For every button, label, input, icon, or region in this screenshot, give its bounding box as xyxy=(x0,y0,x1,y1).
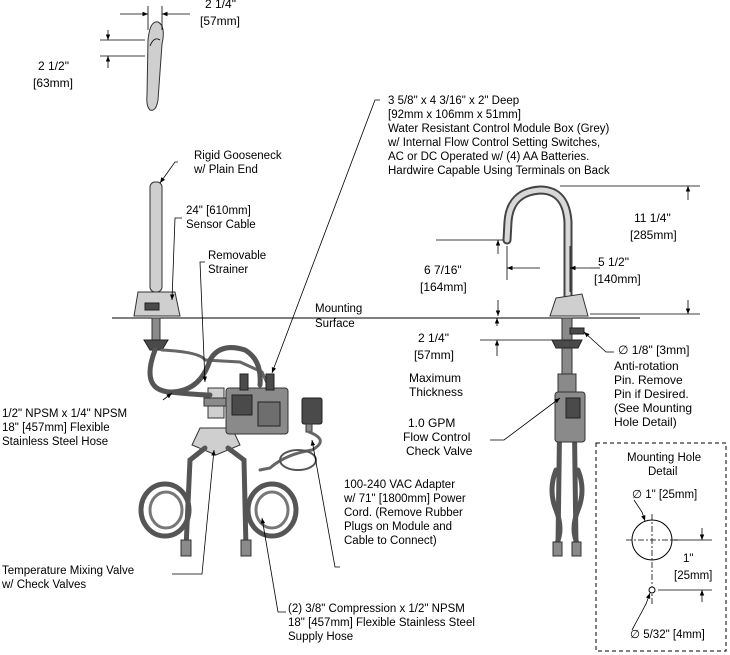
ac-adapter xyxy=(301,397,323,425)
gooseneck-label: Rigid Gooseneck w/ Plain End xyxy=(193,150,285,176)
mixing-valve-label: Temperature Mixing Valve w/ Check Valves xyxy=(1,565,137,591)
hole-diameter-label: ∅ 1" [25mm] xyxy=(632,489,697,501)
check-valve-label: 1.0 GPM Flow Control Check Valve xyxy=(403,416,474,458)
right-faucet-side-view xyxy=(502,185,589,557)
sensor-cable-label: 24" [610mm] Sensor Cable xyxy=(186,205,256,231)
top-width-label: 2 1/4" [57mm] xyxy=(200,0,240,28)
top-depth-label: 2 1/2" [63mm] xyxy=(33,59,73,90)
detail-title: Mounting Hole Detail xyxy=(627,452,704,478)
mounting-surface-label: Mounting Surface xyxy=(315,303,366,330)
left-faucet-assembly xyxy=(133,181,323,557)
hole-spacing-label: 1" [25mm] xyxy=(674,553,712,582)
spout-height-label: 6 7/16" [164mm] xyxy=(420,263,467,294)
gooseneck-tube xyxy=(149,181,163,293)
left-leader-lines xyxy=(159,99,380,613)
height-label: 11 1/4" [285mm] xyxy=(630,211,677,242)
anti-rotation-pin xyxy=(569,327,585,335)
pin-hole xyxy=(648,586,656,594)
mounting-hole-detail xyxy=(595,442,727,652)
supply-fitting-left xyxy=(180,539,192,557)
adapter-label: 100-240 VAC Adapter w/ 71" [1800mm] Powe… xyxy=(343,479,469,547)
strainer-label: Removable Strainer xyxy=(208,250,269,276)
right-dimensions xyxy=(436,185,700,356)
supply-hose-label: (2) 3/8" Compression x 1/2" NPSM 18" [45… xyxy=(288,603,478,643)
max-thickness-label: 2 1/4" [57mm] Maximum Thickness xyxy=(409,331,464,399)
supply-fitting-right xyxy=(240,539,252,557)
top-view xyxy=(100,6,190,111)
control-box-label: 3 5/8" x 4 3/16" x 2" Deep [92mm x 106mm… xyxy=(387,95,613,177)
detail-box xyxy=(595,442,727,652)
sensor-eye xyxy=(144,302,160,311)
pin-diameter-label: ∅ 5/32" [4mm] xyxy=(630,629,705,641)
reach-label: 5 1/2" [140mm] xyxy=(594,255,641,286)
npsm-hose-label: 1/2" NPSM x 1/4" NPSM 18" [457mm] Flexib… xyxy=(2,408,130,448)
right-leader-lines xyxy=(490,331,614,441)
anti-rotation-label: ∅ 1/8" [3mm] Anti-rotation Pin. Remove P… xyxy=(614,343,695,429)
